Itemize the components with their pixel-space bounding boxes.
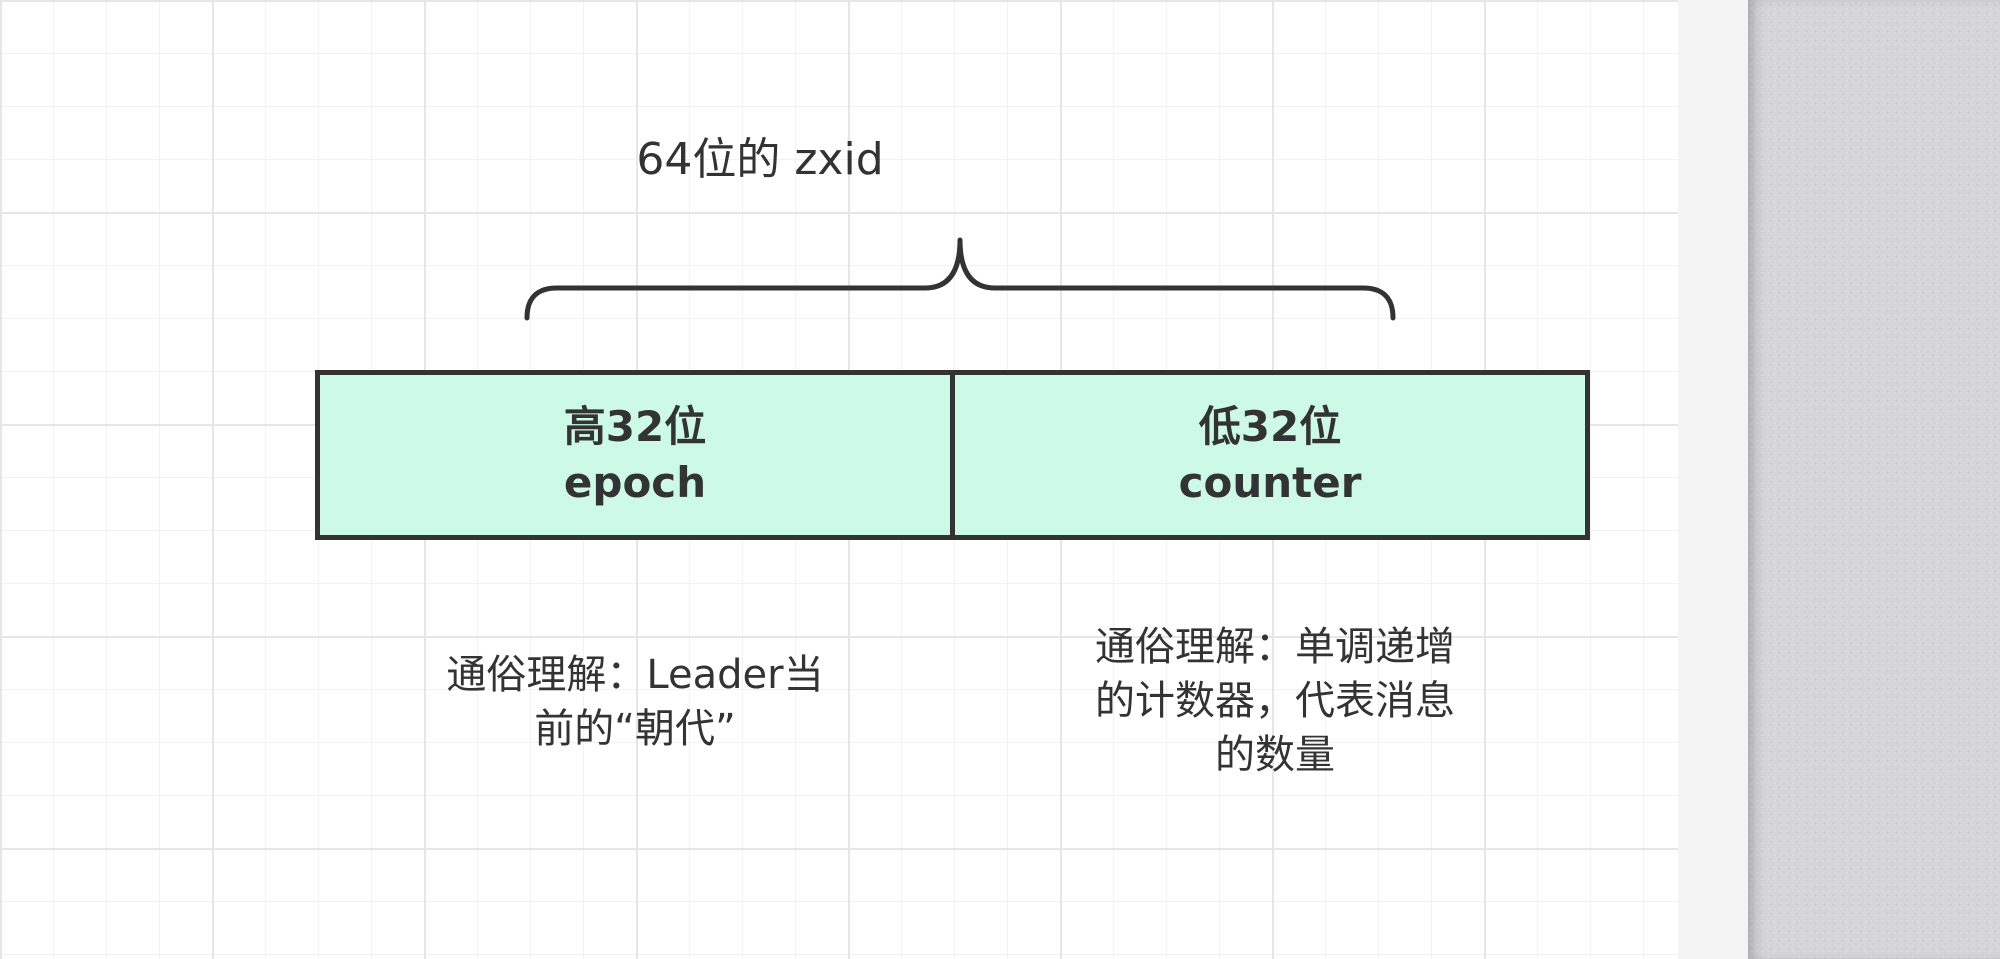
high-bits-label: 高32位: [563, 402, 707, 451]
high-bits-cell: 高32位 epoch: [320, 375, 950, 535]
low-bits-label: 低32位: [1198, 402, 1342, 451]
side-panel-gutter: [1678, 0, 1748, 959]
diagram-canvas: 64位的 zxid 高32位 epoch 低32位 counter 通俗理解：L…: [0, 0, 1678, 959]
diagram-title: 64位的 zxid: [636, 134, 884, 185]
epoch-note: 通俗理解：Leader当 前的“朝代”: [415, 648, 855, 756]
counter-note-line: 的计数器，代表消息: [1095, 678, 1455, 724]
side-panel: [1748, 0, 2000, 959]
counter-label: counter: [1178, 458, 1362, 507]
counter-note-line: 的数量: [1215, 732, 1335, 778]
epoch-note-line: 前的“朝代”: [534, 706, 736, 752]
low-bits-cell: 低32位 counter: [950, 375, 1585, 535]
counter-note: 通俗理解：单调递增 的计数器，代表消息 的数量: [1060, 620, 1490, 782]
counter-note-line: 通俗理解：单调递增: [1095, 624, 1455, 670]
zxid-bitfield: 高32位 epoch 低32位 counter: [315, 370, 1590, 540]
epoch-note-line: 通俗理解：Leader当: [446, 652, 824, 698]
epoch-label: epoch: [563, 458, 707, 507]
